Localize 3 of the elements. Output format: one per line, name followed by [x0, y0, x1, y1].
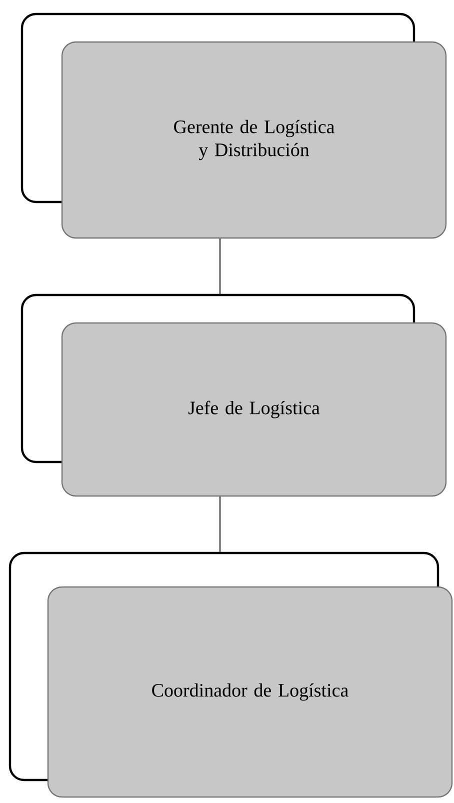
- role-box: Coordinador de Logística: [47, 586, 453, 798]
- role-box: Jefe de Logística: [61, 322, 447, 497]
- role-box: Gerente de Logística y Distribución: [61, 41, 447, 239]
